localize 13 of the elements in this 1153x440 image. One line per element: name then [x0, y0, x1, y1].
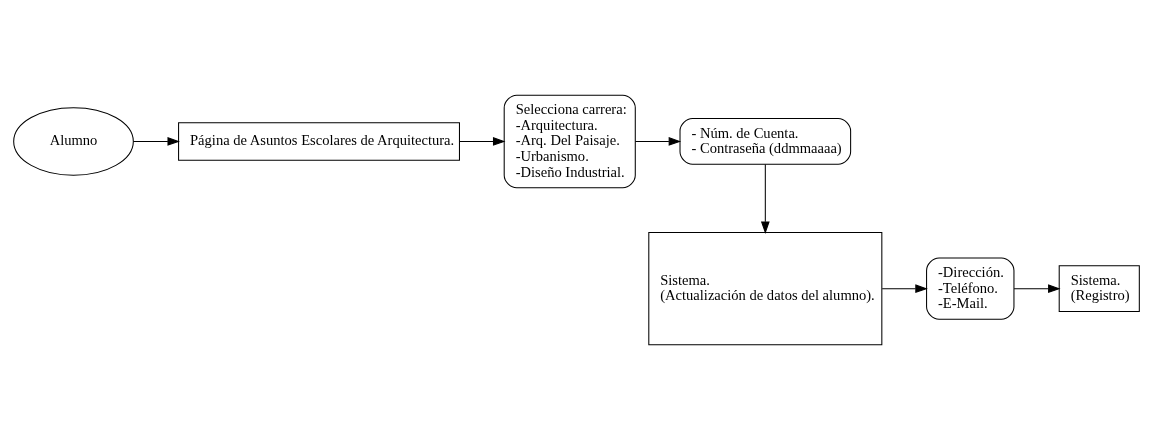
node-box: Selecciona carrera: -Arquitectura. -Arq. Del Paisaje. -Urbanismo. -Diseño Industrial.: [503, 94, 636, 189]
node-box: Página de Asuntos Escolares de Arquitectura.: [178, 122, 460, 161]
arrow: [634, 137, 682, 146]
node-box: Sistema. (Registro): [1058, 265, 1140, 313]
arrow: [881, 284, 928, 294]
arrow: [132, 137, 180, 146]
arrow: [459, 137, 506, 146]
node-box: -Dirección. -Teléfono. -E-Mail.: [926, 257, 1015, 320]
node-box: Sistema. (Actualización de datos del alumno).: [648, 231, 883, 346]
arrow: [760, 164, 770, 234]
node-box: - Núm. de Cuenta. - Contraseña (ddmmaaaa): [679, 118, 852, 165]
node-ellipse: Alumno: [13, 107, 134, 176]
arrow: [1013, 284, 1061, 294]
